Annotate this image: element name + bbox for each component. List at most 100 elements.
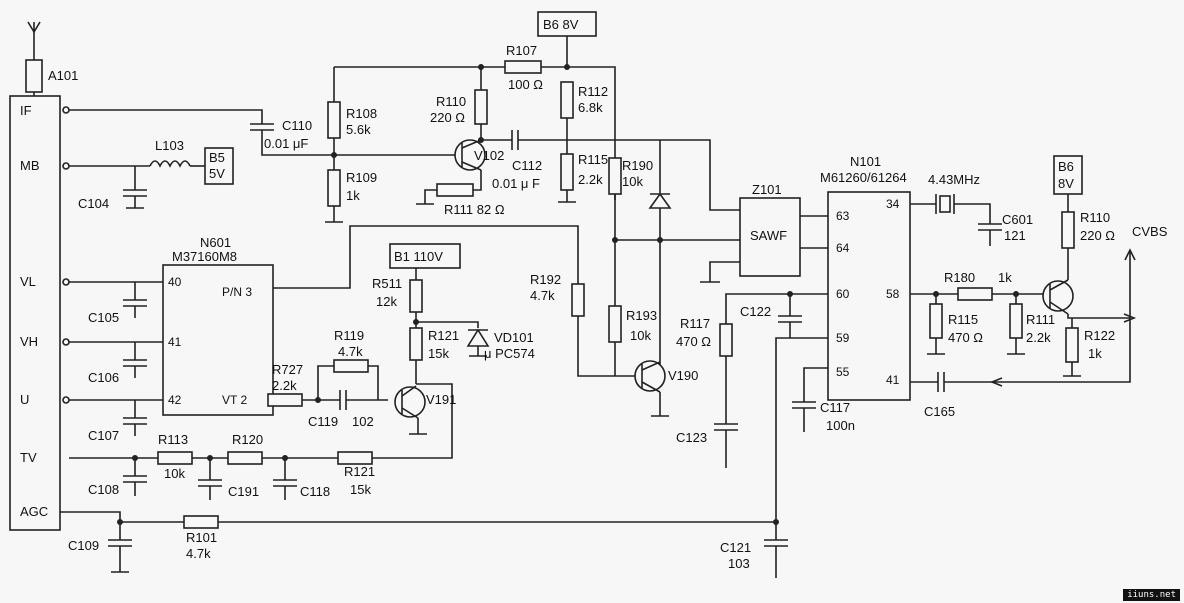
n101-pin64: 64 [836,241,850,255]
label-r111b: R111 [1026,312,1055,327]
n601-pin40: 40 [168,275,182,289]
label-r121av: 15k [428,346,449,361]
label-v190: V190 [668,368,698,383]
label-l103: L103 [155,138,184,153]
pin-mb: MB [20,158,40,173]
pin-tv: TV [20,450,37,465]
label-r193: R193 [626,308,657,323]
label-c123: C123 [676,430,707,445]
n101-pin41: 41 [886,373,900,387]
label-r109v: 1k [346,188,360,203]
label-c119v: 102 [352,414,374,429]
n601-part: M37160M8 [172,249,237,264]
label-r113: R113 [158,432,188,447]
label-r115a: R115 [578,152,608,167]
label-c121v: 103 [728,556,750,571]
label-c104: C104 [78,196,109,211]
label-c601: C601 [1002,212,1033,227]
b1-label: B1 110V [394,249,443,264]
label-r122: R122 [1084,328,1115,343]
label-r727v: 2.2k [272,378,297,393]
label-r101v: 4.7k [186,546,211,561]
label-r117: R117 [680,316,710,331]
pin-vh: VH [20,334,38,349]
label-r113v: 10k [164,466,185,481]
label-r120: R120 [232,432,263,447]
label-vd101: VD101 [494,330,534,345]
component-labels: C104L103C105C106C107C108C109R11310kR120C… [68,43,1115,571]
pin-u: U [20,392,29,407]
label-r109: R109 [346,170,377,185]
label-c165: C165 [924,404,955,419]
label-r511: R511 [372,276,402,291]
if-processor: Z101 SAWF N101 M61260/61264 63 64 60 59 … [700,154,1168,578]
label-r192: R192 [530,272,561,287]
n601-pn: P/N 3 [222,285,252,299]
n601-pin42: 42 [168,393,182,407]
label-c107: C107 [88,428,119,443]
n601-vt: VT 2 [222,393,247,407]
pin-if: IF [20,103,32,118]
label-r121a: R121 [428,328,459,343]
label-r192v: 4.7k [530,288,555,303]
label-r111a: R111 82 Ω [444,202,505,217]
label-r180v: 1k [998,270,1012,285]
label-r119v: 4.7k [338,344,363,359]
label-r112v: 6.8k [578,100,603,115]
label-r115bv: 470 Ω [948,330,983,345]
n101-pin55: 55 [836,365,850,379]
label-c121: C121 [720,540,751,555]
z101-name: SAWF [750,228,787,243]
label-r110b: R110 [1080,210,1110,225]
label-r193v: 10k [630,328,651,343]
n101-pin58: 58 [886,287,900,301]
label-r117v: 470 Ω [676,334,711,349]
label-r110av: 220 Ω [430,110,465,125]
n101-pin34: 34 [886,197,900,211]
bias-network: B6 8V [325,11,740,384]
label-c122: C122 [740,304,771,319]
label-vd101v: μ PC574 [484,346,535,361]
label-r107: R107 [506,43,537,58]
n101-pin60: 60 [836,287,850,301]
label-r511v: 12k [376,294,397,309]
label-c117v: 100n [826,418,855,433]
label-c118: C118 [300,484,330,499]
tuner-ref: A101 [48,68,78,83]
tuner-a101: A101 IF MB VL VH U TV AGC [9,21,78,531]
label-r121bv: 15k [350,482,371,497]
b6-right: B6 [1058,159,1074,174]
label-r190v: 10k [622,174,643,189]
n101-pin59: 59 [836,331,850,345]
label-v191: V191 [426,392,456,407]
label-r108: R108 [346,106,377,121]
label-c112v: 0.01 μ F [492,176,540,191]
pin-vl: VL [20,274,36,289]
label-c117: C117 [820,400,850,415]
label-c112: C112 [512,158,542,173]
label-c191: C191 [228,484,259,499]
watermark: iiuns.net [1123,589,1180,601]
label-c106: C106 [88,370,119,385]
n601-chip: N601 M37160M8 40 41 42 P/N 3 VT 2 [69,225,635,436]
label-r101: R101 [186,530,217,545]
n101-ref: N101 [850,154,881,169]
n601-pin41: 41 [168,335,182,349]
tuning-voltage: B1 110V [69,243,490,459]
n101-pin63: 63 [836,209,850,223]
pin-agc: AGC [20,504,48,519]
label-r122v: 1k [1088,346,1102,361]
label-r108v: 5.6k [346,122,371,137]
label-r115av: 2.2k [578,172,603,187]
label-c110v: 0.01 μF [264,136,308,151]
label-r180: R180 [944,270,975,285]
b5-label: B5 [209,150,225,165]
label-r111bv: 2.2k [1026,330,1051,345]
cvbs-label: CVBS [1132,224,1168,239]
label-r119: R119 [334,328,364,343]
n601-ref: N601 [200,235,231,250]
label-r727: R727 [272,362,303,377]
label-c108: C108 [88,482,119,497]
b5-voltage: 5V [209,166,225,181]
